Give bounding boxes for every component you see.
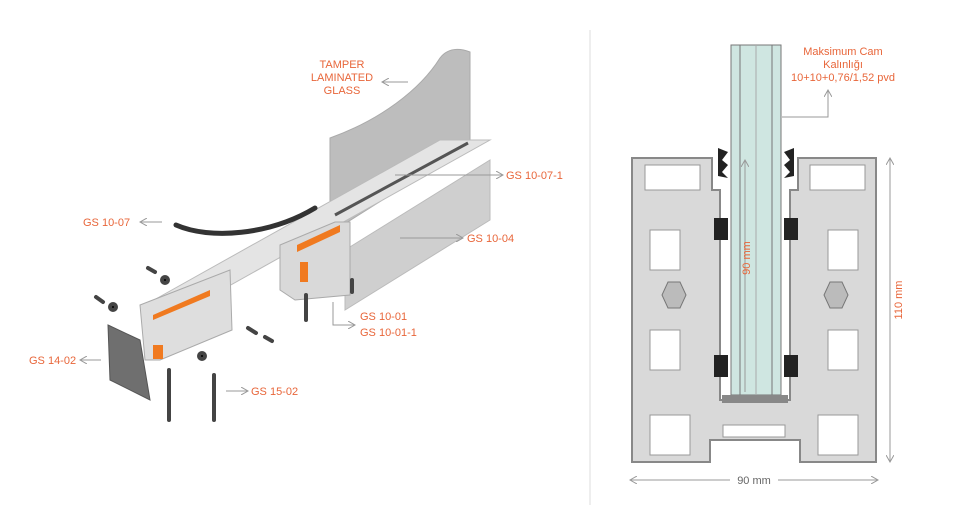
exploded-view: TAMPER LAMINATED GLASS GS 10-07-1 GS 10-… [29, 48, 563, 422]
glass-label-line-1: TAMPER [319, 59, 364, 71]
label-gs-14-02: GS 14-02 [29, 355, 76, 367]
label-gs-10-01-1: GS 10-01-1 [360, 327, 417, 339]
gasket-gs-10-07 [173, 205, 318, 236]
screws [94, 266, 354, 422]
section-view: Maksimum Cam Kalınlığı 10+10+0,76/1,52 p… [630, 44, 905, 487]
profile-chambers [644, 164, 866, 456]
label-gs-10-07: GS 10-07 [83, 217, 130, 229]
glass-note-line-3: 10+10+0,76/1,52 pvd [791, 72, 895, 84]
profile-body [631, 157, 877, 463]
width-dimension: 90 mm [737, 475, 771, 487]
end-cap-gs-14-02 [107, 324, 151, 401]
glass-label-line-2: LAMINATED [311, 72, 373, 84]
bolts [661, 281, 849, 309]
gaskets [714, 148, 798, 377]
label-gs-10-01: GS 10-01 [360, 311, 407, 323]
setting-block [722, 395, 788, 403]
glass-note-line-2: Kalınlığı [823, 59, 863, 71]
label-gs-10-07-1: GS 10-07-1 [506, 170, 563, 182]
glass-note-line-1: Maksimum Cam [803, 46, 882, 58]
glass-depth-dimension: 90 mm [741, 241, 753, 275]
height-dimension: 110 mm [893, 281, 905, 320]
label-gs-10-04: GS 10-04 [467, 233, 514, 245]
glass-label-line-3: GLASS [324, 85, 361, 97]
connector-front [139, 269, 233, 361]
connector-rear [279, 221, 351, 301]
label-gs-15-02: GS 15-02 [251, 386, 298, 398]
gasket-strip [334, 141, 469, 217]
